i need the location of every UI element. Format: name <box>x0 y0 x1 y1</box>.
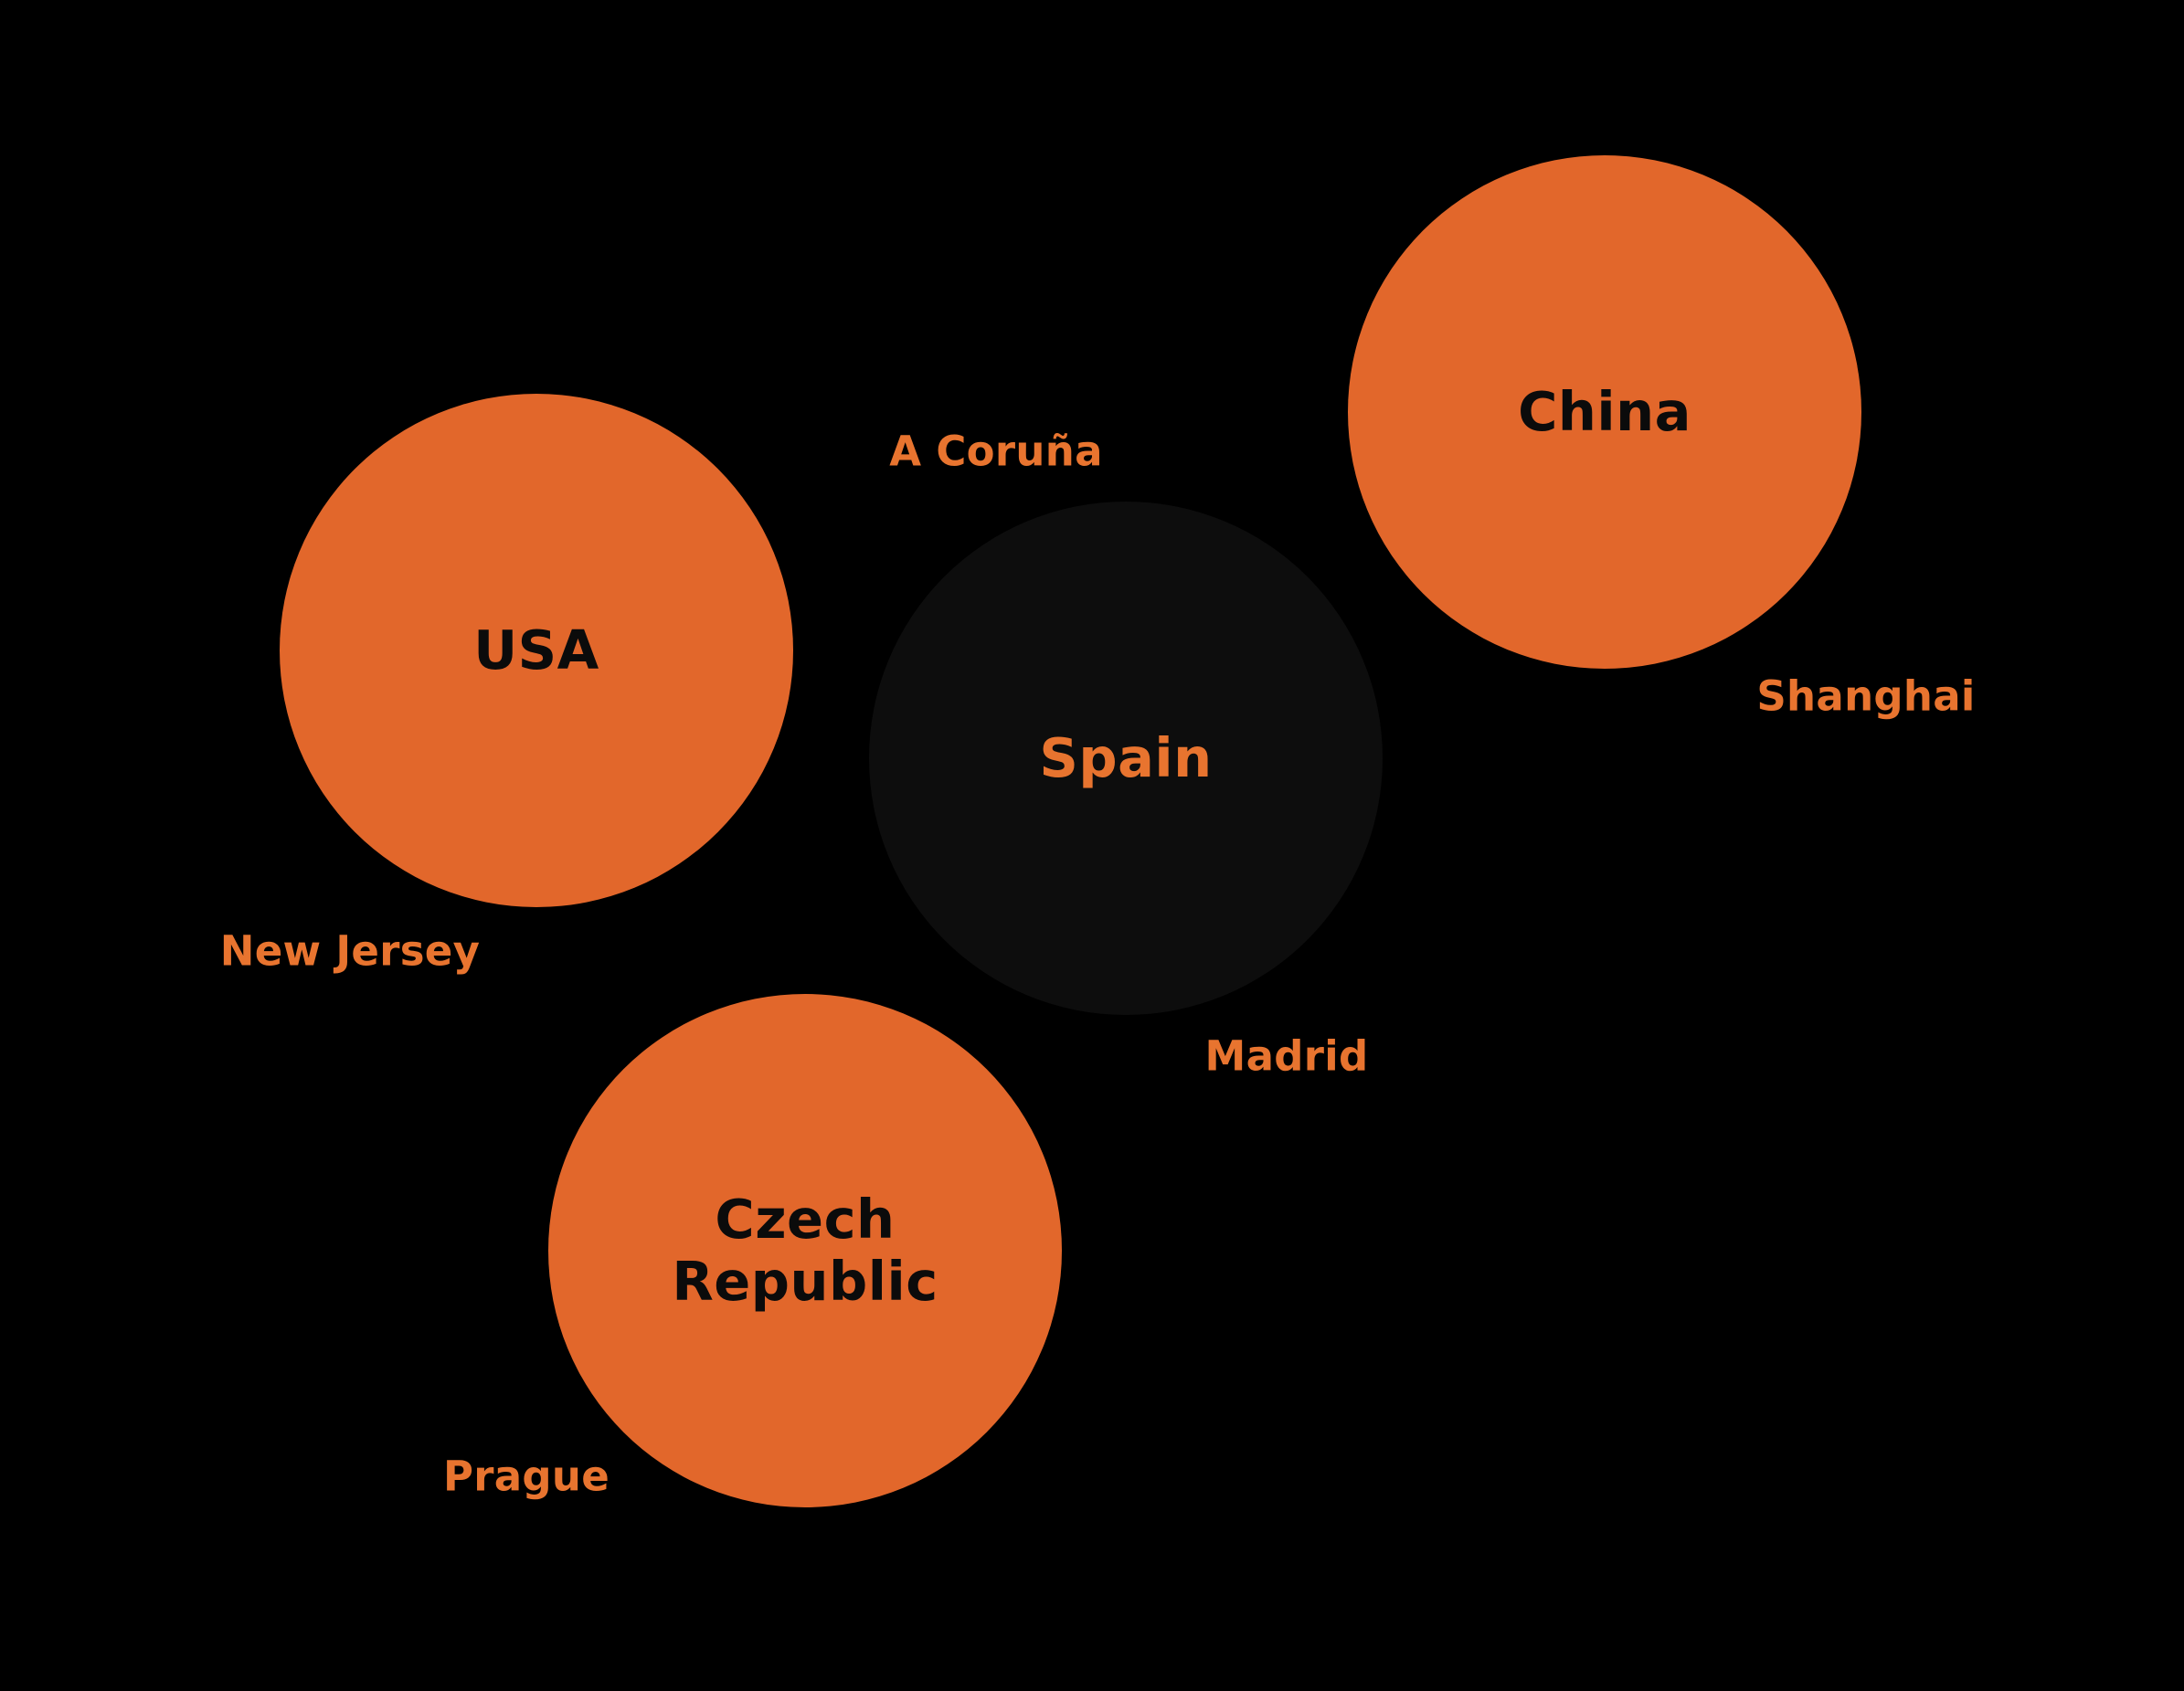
city-label-madrid: Madrid <box>1204 1031 1369 1081</box>
country-label-china: China <box>1518 380 1691 444</box>
city-label-a-coruna: A Coruña <box>889 427 1103 476</box>
bubble-china[interactable]: China <box>1348 155 1861 669</box>
country-label-spain: Spain <box>1039 726 1213 790</box>
city-label-shanghai: Shanghai <box>1756 671 1976 721</box>
country-label-usa: USA <box>473 618 599 682</box>
bubble-usa[interactable]: USA <box>280 394 793 907</box>
bubble-spain[interactable]: Spain <box>869 502 1383 1015</box>
city-label-new-jersey: New Jersey <box>219 926 481 976</box>
city-label-prague: Prague <box>442 1452 610 1501</box>
bubble-czech-republic[interactable]: Czech Republic <box>548 994 1062 1507</box>
country-label-czech-republic: Czech Republic <box>672 1188 938 1313</box>
